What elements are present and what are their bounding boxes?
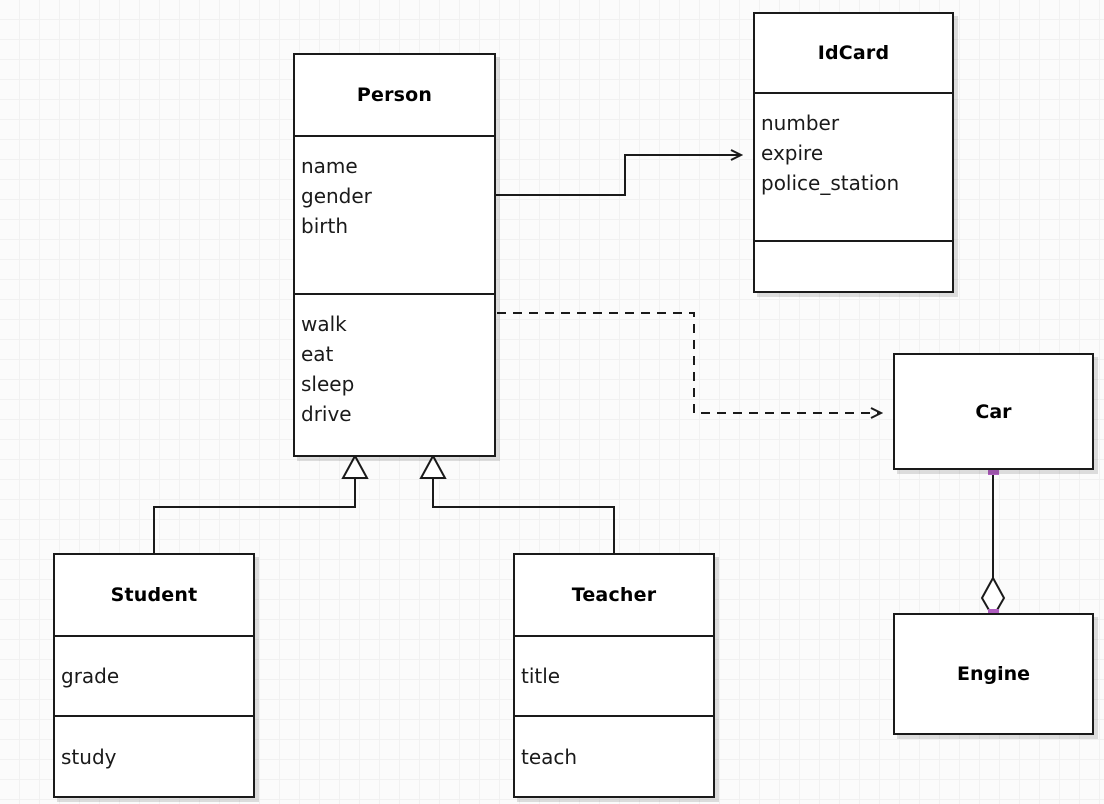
class-car[interactable]: Car xyxy=(893,353,1094,470)
operation: drive xyxy=(301,402,352,426)
class-car-title: Car xyxy=(975,400,1012,423)
attribute: number xyxy=(761,111,840,135)
attribute: gender xyxy=(301,184,372,208)
class-engine[interactable]: Engine xyxy=(893,613,1094,735)
class-person-attributes: name gender birth xyxy=(295,135,494,293)
association-person-idcard[interactable] xyxy=(495,155,741,196)
operation: sleep xyxy=(301,372,355,396)
attribute: expire xyxy=(761,141,824,165)
class-student-title: Student xyxy=(110,584,198,606)
attribute: name xyxy=(301,154,358,178)
aggregation-car-engine[interactable] xyxy=(980,470,1006,619)
class-person-title: Person xyxy=(356,84,433,106)
class-idcard[interactable]: IdCard number expire police_station xyxy=(753,12,954,293)
operation: study xyxy=(61,744,117,769)
attribute: grade xyxy=(61,664,120,688)
class-teacher-title: Teacher xyxy=(571,584,657,606)
class-teacher-attributes: title xyxy=(515,635,713,715)
class-idcard-operations xyxy=(755,240,952,291)
class-student-attributes: grade xyxy=(55,635,253,715)
operation: eat xyxy=(301,342,334,366)
operation: walk xyxy=(301,312,347,336)
class-person-operations: walk eat sleep drive xyxy=(295,293,494,455)
class-idcard-title: IdCard xyxy=(817,42,890,64)
class-student[interactable]: Student grade study xyxy=(53,553,255,798)
attribute: birth xyxy=(301,214,348,238)
hollow-triangle-arrowhead xyxy=(419,453,447,479)
attribute: police_station xyxy=(761,171,900,195)
class-engine-title: Engine xyxy=(956,663,1031,685)
hollow-triangle-arrowhead xyxy=(341,453,369,479)
class-idcard-attributes: number expire police_station xyxy=(755,92,952,240)
class-student-operations: study xyxy=(55,715,253,796)
operation: teach xyxy=(521,744,578,769)
dependency-person-car[interactable] xyxy=(497,312,881,413)
class-teacher[interactable]: Teacher title teach xyxy=(513,553,715,798)
class-person[interactable]: Person name gender birth walk eat sleep … xyxy=(293,53,496,457)
generalization-teacher-person[interactable] xyxy=(419,453,615,553)
class-teacher-operations: teach xyxy=(515,715,713,796)
attribute: title xyxy=(521,664,561,688)
generalization-student-person[interactable] xyxy=(153,453,369,553)
